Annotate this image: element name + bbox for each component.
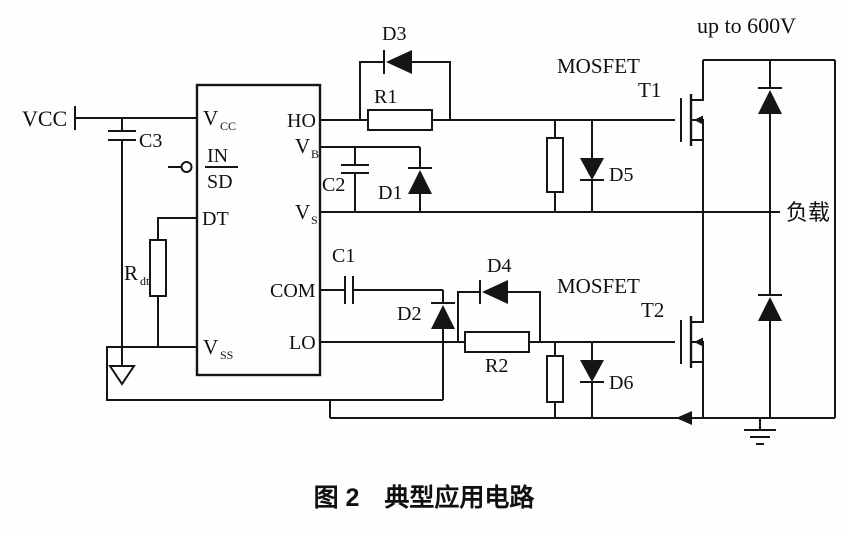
current-arrow-icon: [676, 411, 692, 425]
c3-label: C3: [139, 130, 162, 152]
rdt-label: R: [124, 261, 138, 285]
diode-d6: D6: [580, 342, 633, 418]
diode-d4: D4: [457, 255, 541, 342]
freewheel-diode-t1: [758, 60, 782, 212]
diode-d5: D5: [580, 120, 633, 212]
pin-vb-label: V: [295, 134, 310, 158]
t2-label: T2: [641, 298, 664, 322]
pin-sd-label: SD: [207, 171, 233, 193]
vss-return-wire: [106, 346, 443, 418]
d4-label: D4: [487, 255, 511, 277]
gate-resistor-t2: [546, 342, 564, 418]
rdt-sub: dt: [140, 274, 150, 288]
pin-vss-sub: SS: [220, 348, 233, 362]
freewheel-diode-t2: [758, 212, 782, 418]
diode-d3: D3: [359, 23, 451, 120]
pin-lo-label: LO: [289, 332, 316, 354]
pin-ho-label: HO: [287, 110, 316, 132]
pin-in-label: IN: [207, 145, 228, 167]
c2-label: C2: [322, 174, 345, 196]
gate-resistor-t1: [546, 120, 564, 212]
c1-label: C1: [332, 245, 355, 267]
pin-vs-label: V: [295, 200, 310, 224]
r1-label: R1: [374, 86, 397, 108]
pin-com-label: COM: [270, 280, 316, 302]
d2-label: D2: [397, 303, 421, 325]
mosfet-t1: MOSFET T1: [557, 54, 704, 212]
diode-d2: D2: [397, 290, 455, 400]
pin-vcc-label: V: [203, 106, 218, 130]
input-terminal-icon: [180, 161, 193, 173]
pin-vcc-sub: CC: [220, 119, 236, 133]
mosfet1-label: MOSFET: [557, 54, 640, 78]
mosfet-t2: MOSFET T2: [557, 212, 704, 418]
d6-label: D6: [609, 372, 633, 394]
load-label: 负载: [786, 200, 830, 225]
mosfet2-label: MOSFET: [557, 274, 640, 298]
ground-rail: [330, 411, 835, 445]
hv-label: up to 600V: [697, 13, 796, 38]
r2-label: R2: [485, 355, 508, 377]
capacitor-c1: C1: [320, 245, 443, 304]
t1-label: T1: [638, 78, 661, 102]
capacitor-c3: C3: [108, 118, 162, 386]
diode-d1: D1: [378, 147, 432, 212]
mosfet-arrow-icon: [694, 115, 703, 125]
ic-body: [195, 83, 322, 377]
figure-caption: 图 2 典型应用电路: [314, 483, 536, 512]
resistor-r1: R1: [320, 86, 675, 131]
resistor-rdt: R dt: [124, 217, 197, 347]
hv-rail: up to 600V: [697, 13, 836, 418]
signal-ground-icon: [108, 365, 136, 386]
vcc-label: VCC: [22, 106, 67, 131]
d3-label: D3: [382, 23, 406, 45]
pin-vs-sub: S: [311, 213, 318, 227]
pin-vss-label: V: [203, 335, 218, 359]
pin-dt-label: DT: [202, 208, 229, 230]
d5-label: D5: [609, 164, 633, 186]
mosfet-arrow-icon: [694, 337, 703, 347]
driver-ic: V CC IN SD DT V SS HO V B V S COM LO: [168, 83, 322, 377]
d1-label: D1: [378, 182, 402, 204]
resistor-r2: R2: [320, 331, 675, 377]
vcc-input-terminal: VCC: [22, 106, 197, 131]
pin-vb-sub: B: [311, 147, 319, 161]
capacitor-c2: C2: [322, 147, 369, 212]
